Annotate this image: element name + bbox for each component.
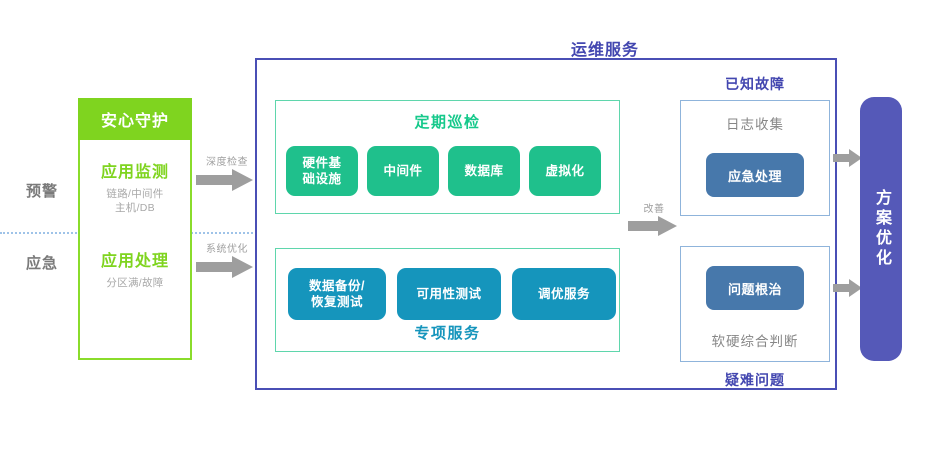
arrow-improve-label: 改善 (643, 204, 665, 215)
chip-availability-test[interactable]: 可用性测试 (397, 268, 501, 320)
chip-backup-line1: 数据备份/ (309, 279, 365, 293)
chip-data-backup-recovery[interactable]: 数据备份/ 恢复测试 (288, 268, 386, 320)
chip-tuning-service[interactable]: 调优服务 (512, 268, 616, 320)
anxin-shouhu-header: 安心守护 (78, 98, 192, 140)
pill-root-cause-fix-label: 问题根治 (727, 281, 782, 297)
arrow-system-optimize-label: 系统优化 (206, 244, 248, 255)
arrow-improve: 改善 (628, 200, 680, 237)
known-fault-caption: 已知故障 (725, 76, 785, 92)
arrow-deep-check: 深度检查 (196, 153, 258, 192)
chip-database-label: 数据库 (464, 164, 504, 178)
stage-label-yujing: 预警 (25, 183, 58, 200)
left-cell-handle-title: 应用处理 (100, 253, 169, 270)
chip-backup-line2: 恢复测试 (310, 295, 363, 309)
arrow-system-optimize: 系统优化 (196, 240, 258, 279)
chip-tuning-label: 调优服务 (537, 287, 590, 301)
ops-service-title: 运维服务 (570, 42, 639, 59)
arrow-to-outcome-top (833, 148, 863, 168)
arrow-deep-check-label: 深度检查 (206, 157, 248, 168)
left-cell-monitor-sub1: 链路/中间件 (106, 188, 164, 200)
left-cell-handle: 应用处理 分区满/故障 (78, 247, 192, 322)
chip-hardware-line1: 硬件基 (302, 156, 342, 170)
arrow-right-icon (833, 279, 862, 297)
arrow-right-icon (833, 149, 862, 167)
chip-database[interactable]: 数据库 (448, 146, 520, 196)
chip-middleware-label: 中间件 (383, 164, 423, 178)
chip-hardware-line2: 础设施 (302, 172, 342, 186)
regular-inspection-title: 定期巡检 (414, 114, 481, 131)
outcome-bar-label: 方案优化 (873, 189, 890, 269)
outcome-bar: 方案优化 (860, 97, 902, 361)
arrow-right-icon (628, 216, 677, 236)
left-cell-handle-sub1: 分区满/故障 (106, 277, 164, 289)
anxin-shouhu-panel (78, 98, 192, 360)
chip-virtualization-label: 虚拟化 (545, 164, 585, 178)
chip-middleware[interactable]: 中间件 (367, 146, 439, 196)
left-cell-monitor-title: 应用监测 (100, 164, 169, 181)
left-cell-monitor-sub2: 主机/DB (114, 202, 155, 214)
left-cell-monitor: 应用监测 链路/中间件 主机/DB (78, 158, 192, 233)
special-service-title: 专项服务 (414, 325, 481, 342)
hard-problem-caption: 疑难问题 (725, 372, 785, 388)
chip-virtualization[interactable]: 虚拟化 (529, 146, 601, 196)
arrow-right-icon (196, 169, 253, 191)
arrow-to-outcome-bottom (833, 278, 863, 298)
pill-emergency-handling-label: 应急处理 (727, 168, 782, 184)
known-fault-text: 日志收集 (726, 117, 784, 132)
arrow-right-icon (196, 256, 253, 278)
pill-root-cause-fix[interactable]: 问题根治 (706, 266, 804, 310)
regular-inspection-chip-row: 硬件基 础设施 中间件 数据库 虚拟化 (286, 146, 601, 196)
chip-availability-label: 可用性测试 (416, 287, 482, 301)
pill-emergency-handling[interactable]: 应急处理 (706, 153, 804, 197)
special-service-chip-row: 数据备份/ 恢复测试 可用性测试 调优服务 (288, 268, 616, 320)
chip-hardware-infrastructure[interactable]: 硬件基 础设施 (286, 146, 358, 196)
hard-problem-text: 软硬综合判断 (711, 334, 799, 349)
stage-label-yingji: 应急 (25, 255, 58, 272)
